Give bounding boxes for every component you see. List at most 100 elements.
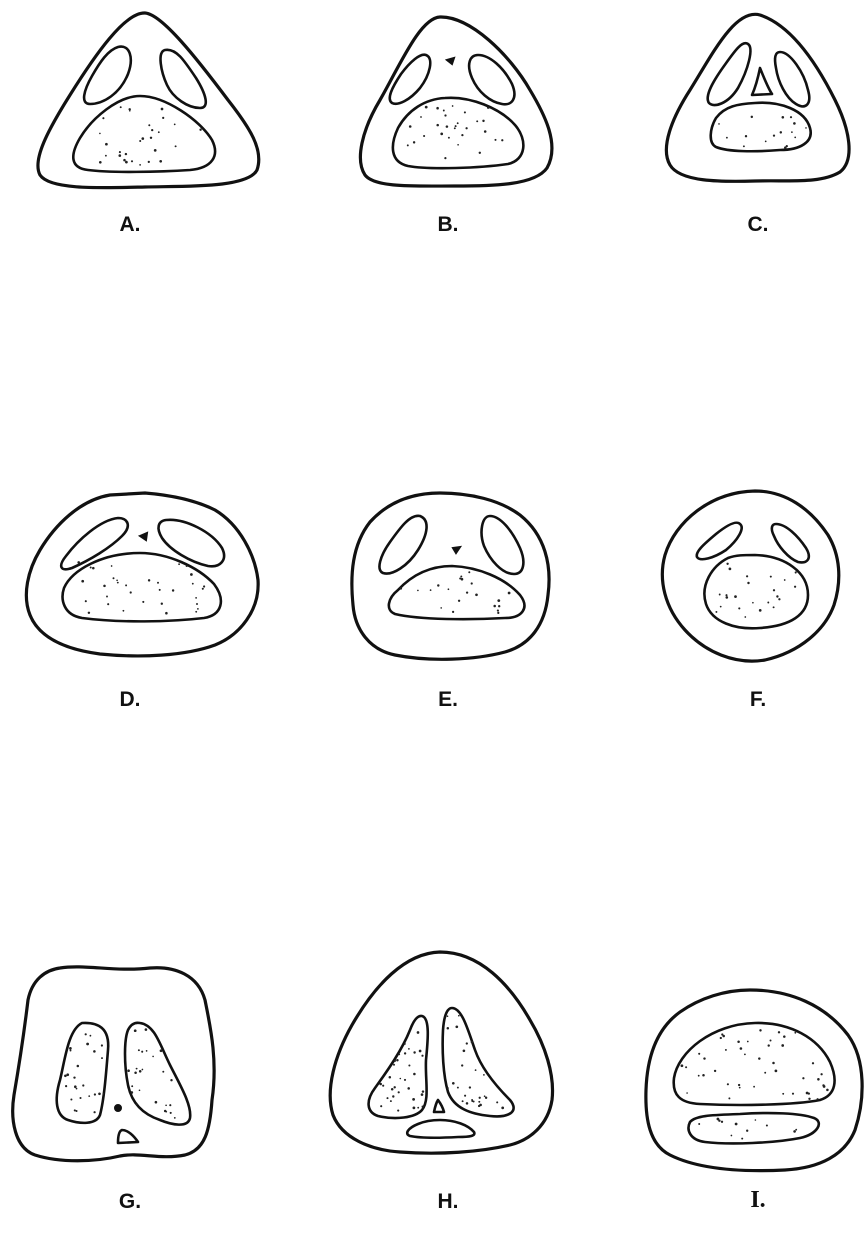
stipple-dot [106, 596, 108, 598]
stipple-dot [817, 1098, 819, 1100]
stipple-dot [186, 565, 188, 567]
stipple-dot [408, 1048, 410, 1050]
stipple-dot [148, 579, 150, 581]
stipple-dot [436, 107, 439, 110]
stipple-dot [483, 1074, 485, 1076]
stipple-dot [172, 589, 174, 591]
stipple-dot [808, 1098, 810, 1100]
stipple-dot [90, 1035, 92, 1037]
stipple-dot [125, 584, 127, 586]
stipple-dot [99, 161, 102, 164]
stipple-dot [85, 600, 87, 602]
stipple-dot [404, 1052, 406, 1054]
stipple-dot [729, 568, 732, 571]
stipple-dot [770, 1040, 772, 1042]
stipple-dot [123, 159, 126, 162]
stipple-dot [389, 1076, 392, 1079]
stipple-dot [770, 576, 772, 578]
stipple-dot [103, 585, 106, 588]
stipple-dot [129, 110, 131, 112]
stipple-dot [425, 106, 428, 109]
stipple-dot [466, 1102, 469, 1105]
stipple-dot [73, 1076, 75, 1078]
stipple-dot [76, 1088, 78, 1090]
stipple-dot [157, 582, 159, 584]
cross-section-c [666, 14, 849, 181]
stipple-dot [768, 1044, 770, 1046]
stipple-dot [447, 1087, 449, 1089]
stipple-i-lower [698, 1118, 797, 1140]
stipple-dot [725, 594, 727, 596]
stipple-dot [421, 1093, 424, 1096]
figure-label-c: C. [718, 213, 798, 237]
stipple-dot [720, 606, 722, 608]
stipple-dot [737, 1041, 740, 1044]
stipple-b [407, 105, 504, 159]
stipple-dot [444, 157, 446, 159]
stipple-dot [151, 129, 153, 131]
stipple-dot [417, 1031, 420, 1034]
stipple-dot [203, 585, 205, 587]
stipple-dot [778, 598, 780, 600]
stipple-dot [117, 582, 119, 584]
stipple-dot [485, 1097, 487, 1099]
stipple-dot [746, 575, 748, 577]
stipple-dot [484, 1095, 486, 1097]
stipple-dot [88, 1095, 90, 1097]
stipple-dot [386, 1097, 388, 1099]
stipple-dot [398, 1091, 400, 1093]
stipple-dot [393, 1064, 395, 1066]
stipple-dot [195, 611, 197, 613]
stipple-dot [421, 1055, 423, 1057]
stipple-dot [446, 125, 449, 128]
stipple-dot [141, 137, 144, 140]
stipple-dot [478, 1101, 480, 1103]
stipple-dot [452, 1082, 455, 1085]
stipple-dot [767, 602, 769, 604]
stipple-dot [413, 1073, 416, 1076]
stipple-dot [116, 579, 118, 581]
stipple-dot [457, 1087, 459, 1089]
stipple-dot [408, 1064, 410, 1066]
stipple-dot [802, 1077, 804, 1079]
stipple-dot [170, 1079, 172, 1081]
stipple-dot [396, 1059, 398, 1061]
stipple-dot [85, 1033, 87, 1035]
stipple-dot [794, 586, 796, 588]
stipple-dot [407, 144, 409, 146]
stipple-dot [462, 1100, 464, 1102]
stipple-dot [817, 1078, 820, 1081]
stipple-dot [417, 590, 419, 592]
stipple-dot [139, 164, 141, 166]
stipple-dot [494, 139, 496, 141]
stipple-dot [93, 1111, 95, 1113]
stipple-dot [698, 1053, 700, 1055]
stipple-dot [773, 134, 775, 136]
stipple-dot [466, 1042, 468, 1044]
stipple-e [400, 571, 511, 614]
stipple-dot [101, 1057, 103, 1059]
stipple-dot [382, 1085, 384, 1087]
stipple-dot [175, 145, 177, 147]
stipple-dot [778, 1031, 780, 1033]
stipple-dot [478, 1105, 480, 1107]
stipple-dot [452, 611, 454, 613]
stipple-dot [793, 122, 796, 125]
stipple-dot [471, 582, 473, 584]
figure-label-a: A. [90, 213, 170, 237]
stipple-dot [734, 595, 737, 598]
stipple-dot [444, 114, 446, 116]
stipple-dot [390, 1100, 392, 1102]
figure-label-g: G. [90, 1190, 170, 1214]
stipple-dot [202, 588, 204, 590]
stipple-dot [744, 616, 746, 618]
stipple-dot [94, 1093, 96, 1095]
stipple-dot [105, 155, 107, 157]
stipple-dot [484, 130, 487, 133]
stipple-dot [452, 105, 454, 107]
figure-label-h: H. [408, 1190, 488, 1214]
stipple-dot [681, 1064, 684, 1067]
stipple-dot [738, 1084, 740, 1086]
stipple-dot [479, 1097, 481, 1099]
